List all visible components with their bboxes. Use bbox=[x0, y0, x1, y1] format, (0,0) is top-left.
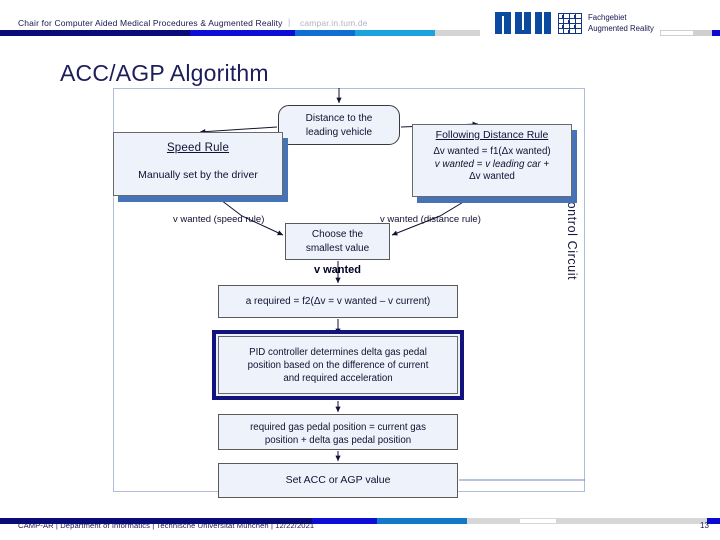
box-distance-line-2: leading vehicle bbox=[305, 126, 373, 138]
header-bar-right-gray bbox=[694, 30, 712, 36]
footer-bar-segment-blue bbox=[312, 518, 377, 524]
box-speed-rule[interactable]: Speed Rule Manually set by the driver bbox=[113, 132, 283, 196]
box-distance-text: Distance to the leading vehicle bbox=[279, 112, 399, 139]
slide-footer bbox=[0, 506, 720, 540]
box-gas-line-2: position + delta gas pedal position bbox=[264, 435, 412, 446]
header-bar-segment-cyan bbox=[355, 30, 435, 36]
footer-bar-segment-blue-end bbox=[707, 518, 720, 524]
department-line-2: Augmented Reality bbox=[588, 23, 654, 33]
header-bar-segment-navy bbox=[0, 30, 190, 36]
box-distance-to-leading-vehicle[interactable]: Distance to the leading vehicle bbox=[278, 105, 400, 145]
page-title: ACC/AGP Algorithm bbox=[60, 60, 269, 86]
box-pid-controller[interactable]: PID controller determines delta gas peda… bbox=[218, 336, 458, 394]
header-bar-right-blue bbox=[712, 30, 720, 36]
page-number: 13 bbox=[700, 521, 709, 530]
abacus-grid-icon bbox=[558, 13, 582, 34]
box-fdr-line-2d: + bbox=[540, 158, 550, 170]
box-gas-line-1: required gas pedal position = current ga… bbox=[250, 422, 426, 433]
box-a-required[interactable]: a required = f2(Δv = v wanted – v curren… bbox=[218, 285, 458, 318]
header-bar-segment-gray bbox=[435, 30, 480, 36]
footer-text: CAMP-AR | Department of Informatics | Te… bbox=[18, 521, 315, 530]
footer-bar-segment-white bbox=[519, 518, 557, 524]
department-line-1: Fachgebiet bbox=[588, 13, 627, 22]
box-a-required-text: a required = f2(Δv = v wanted – v curren… bbox=[245, 296, 431, 307]
box-choose-text: Choose the smallest value bbox=[286, 228, 389, 255]
box-fdr-line-1: Δv wanted = f1(Δx wanted) bbox=[433, 146, 551, 157]
tum-logo-icon bbox=[495, 12, 551, 34]
footer-bar-segment-navy bbox=[0, 518, 312, 524]
header-bar-segment-blue bbox=[190, 30, 295, 36]
label-v-wanted-speed-rule: v wanted (speed rule) bbox=[173, 214, 265, 225]
acc-agp-flow-diagram: Control Circuit Distance to the l bbox=[0, 84, 720, 504]
box-speed-rule-body: Manually set by the driver bbox=[138, 169, 258, 181]
footer-bar-segment-gray bbox=[467, 518, 519, 524]
box-choose-smallest-value[interactable]: Choose the smallest value bbox=[285, 223, 390, 260]
label-v-wanted: v wanted bbox=[313, 264, 362, 276]
box-speed-rule-header: Speed Rule bbox=[166, 142, 230, 154]
header-url: campar.in.tum.de bbox=[300, 18, 368, 28]
box-distance-line-1: Distance to the bbox=[305, 113, 373, 124]
box-set-acc-agp-value[interactable]: Set ACC or AGP value bbox=[218, 463, 458, 498]
box-pid-line-3: and required acceleration bbox=[283, 373, 393, 384]
box-fdr-header: Following Distance Rule bbox=[435, 129, 549, 141]
box-fdr-line-2c: v leading car bbox=[485, 158, 541, 170]
header-separator: | bbox=[288, 17, 291, 27]
box-choose-line-1: Choose the bbox=[311, 229, 364, 240]
box-pid-text: PID controller determines delta gas peda… bbox=[219, 346, 457, 385]
box-required-gas-pedal-position[interactable]: required gas pedal position = current ga… bbox=[218, 414, 458, 450]
label-v-wanted-distance-rule: v wanted (distance rule) bbox=[380, 214, 481, 225]
box-choose-line-2: smallest value bbox=[305, 242, 370, 254]
box-set-acc-text: Set ACC or AGP value bbox=[285, 474, 391, 486]
header-title: Chair for Computer Aided Medical Procedu… bbox=[18, 18, 283, 28]
box-gas-text: required gas pedal position = current ga… bbox=[219, 421, 457, 447]
footer-bar-segment-cyan bbox=[377, 518, 467, 524]
box-pid-line-1: PID controller determines delta gas peda… bbox=[249, 347, 427, 358]
box-fdr-line-2b: = bbox=[474, 158, 486, 170]
box-fdr-line-2a: v wanted bbox=[434, 158, 475, 170]
slide-header: Chair for Computer Aided Medical Procedu… bbox=[0, 0, 720, 44]
control-circuit-label: Control Circuit bbox=[565, 192, 579, 281]
box-fdr-line-3: Δv wanted bbox=[469, 171, 515, 182]
header-bar-right-white bbox=[660, 30, 694, 36]
department-label: Fachgebiet Augmented Reality bbox=[588, 13, 654, 34]
footer-bar-segment-gray2 bbox=[557, 518, 707, 524]
box-pid-line-2: position based on the difference of curr… bbox=[247, 360, 429, 371]
box-fdr-body: Δv wanted = f1(Δx wanted) v wanted = v l… bbox=[413, 146, 571, 184]
box-following-distance-rule[interactable]: Following Distance Rule Δv wanted = f1(Δ… bbox=[412, 124, 572, 197]
header-bar-segment-midblue bbox=[295, 30, 355, 36]
